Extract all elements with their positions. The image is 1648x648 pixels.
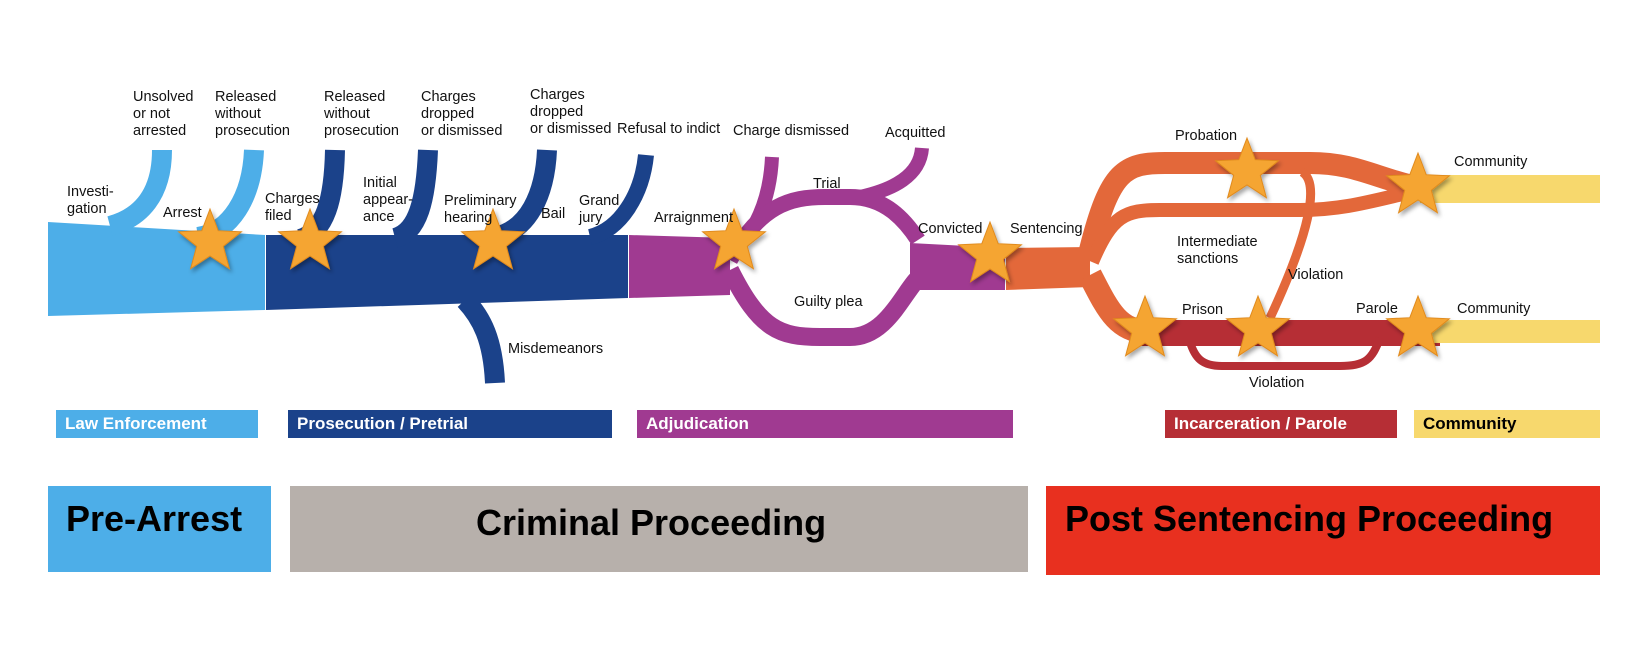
label-investigation-2: gation (67, 201, 107, 217)
refusal-branch (587, 153, 654, 245)
label-community-1: Community (1454, 154, 1528, 170)
label-arraignment: Arraignment (654, 210, 733, 226)
decision-stars (177, 136, 1451, 357)
star-icon-parole-violation (1225, 294, 1291, 357)
band-adjudication: Adjudication (637, 410, 1013, 438)
label-sentencing: Sentencing (1010, 221, 1083, 237)
violation-path-2 (1186, 336, 1384, 370)
guilty-plea-path (721, 264, 931, 346)
label-dropped-2-2: dropped (530, 104, 583, 120)
sentencing-main-stream (1006, 247, 1090, 290)
label-unsolved-3: arrested (133, 123, 186, 139)
band-community-label: Community (1423, 414, 1517, 433)
phase-pre-arrest: Pre-Arrest (48, 486, 271, 572)
label-grand-jury-2: jury (578, 210, 603, 226)
label-acquitted: Acquitted (885, 125, 945, 141)
label-dropped-2: Charges (530, 87, 585, 103)
prison-stream (1140, 320, 1440, 346)
label-refusal: Refusal to indict (617, 121, 720, 137)
label-convicted: Convicted (918, 221, 982, 237)
community-flow (1420, 175, 1600, 343)
acquitted-branch (853, 146, 929, 205)
label-initial-3: ance (363, 209, 394, 225)
label-released-1-2: without (214, 106, 261, 122)
phase-criminal-proceeding: Criminal Proceeding (290, 486, 1028, 572)
band-law-enforcement-label: Law Enforcement (65, 414, 207, 433)
label-violation-1: Violation (1288, 267, 1343, 283)
label-guilty-plea: Guilty plea (794, 294, 863, 310)
label-trial: Trial (813, 176, 841, 192)
band-incarceration: Incarceration / Parole (1165, 410, 1397, 438)
label-dropped-1-3: or dismissed (421, 123, 502, 139)
label-dropped-1-2: dropped (421, 106, 474, 122)
star-icon-community-1 (1385, 151, 1451, 214)
dropped-branch-1 (391, 149, 438, 248)
label-released-2: Released (324, 89, 385, 105)
star-icon-sentencing (957, 220, 1023, 283)
star-icon-arrest (177, 207, 243, 270)
label-probation: Probation (1175, 128, 1237, 144)
trial-path (722, 189, 925, 264)
label-community-2: Community (1457, 301, 1531, 317)
band-law-enforcement: Law Enforcement (56, 410, 258, 438)
label-released-2-2: without (323, 106, 370, 122)
misdemeanors-branch (457, 293, 505, 384)
band-prosecution-label: Prosecution / Pretrial (297, 414, 468, 433)
label-parole: Parole (1356, 301, 1398, 317)
star-icon-probation (1214, 136, 1280, 199)
band-incarceration-label: Incarceration / Parole (1174, 414, 1347, 433)
label-initial-2: appear- (363, 192, 413, 208)
label-preliminary: Preliminary (444, 193, 517, 209)
label-unsolved: Unsolved (133, 89, 193, 105)
phase-post-sentencing-label: Post Sentencing Proceeding (1065, 498, 1554, 539)
phase-post-sentencing: Post Sentencing Proceeding (1046, 486, 1600, 575)
band-prosecution: Prosecution / Pretrial (288, 410, 612, 438)
phase-pre-arrest-label: Pre-Arrest (66, 498, 243, 539)
probation-path (1079, 152, 1423, 253)
label-charges-filed: Charges (265, 191, 320, 207)
violation-path-1 (1265, 168, 1316, 320)
label-preliminary-2: hearing (444, 210, 492, 226)
label-released-1: Released (215, 89, 276, 105)
label-dropped-1: Charges (421, 89, 476, 105)
flow-labels: Investi- gation Unsolved or not arrested… (67, 87, 1531, 391)
label-charge-dismissed: Charge dismissed (733, 123, 849, 139)
incarceration-flow (1140, 320, 1440, 370)
label-intermediate-2: sanctions (1177, 251, 1238, 267)
label-prison: Prison (1182, 302, 1223, 318)
label-released-2-3: prosecution (324, 123, 399, 139)
label-dropped-2-3: or dismissed (530, 121, 611, 137)
label-initial: Initial (363, 175, 397, 191)
label-misdemeanors: Misdemeanors (508, 341, 603, 357)
star-icon-preliminary-hearing (460, 207, 526, 270)
star-icon-prison (1112, 294, 1178, 357)
star-icon-parole (1385, 294, 1451, 357)
star-icon-arraignment (701, 207, 767, 270)
phase-criminal-proceeding-label: Criminal Proceeding (476, 502, 827, 543)
band-adjudication-label: Adjudication (646, 414, 749, 433)
label-intermediate: Intermediate (1177, 234, 1258, 250)
intermediate-path (1085, 183, 1422, 265)
label-unsolved-2: or not (133, 106, 170, 122)
label-grand-jury: Grand (579, 193, 619, 209)
label-bail: Bail (541, 206, 565, 222)
prosecution-main-stream (266, 235, 628, 310)
adjudication-main-stream (629, 235, 730, 298)
adjudication-flow (629, 146, 1005, 346)
community-stream-2 (1428, 320, 1600, 343)
label-arrest: Arrest (163, 205, 202, 221)
label-investigation: Investi- (67, 184, 114, 200)
star-icon-charges-filed (277, 207, 343, 270)
unsolved-branch (107, 149, 172, 236)
label-violation-2: Violation (1249, 375, 1304, 391)
community-stream-1 (1420, 175, 1600, 203)
label-released-1-3: prosecution (215, 123, 290, 139)
band-community: Community (1414, 410, 1600, 438)
label-charges-filed-2: filed (265, 208, 292, 224)
